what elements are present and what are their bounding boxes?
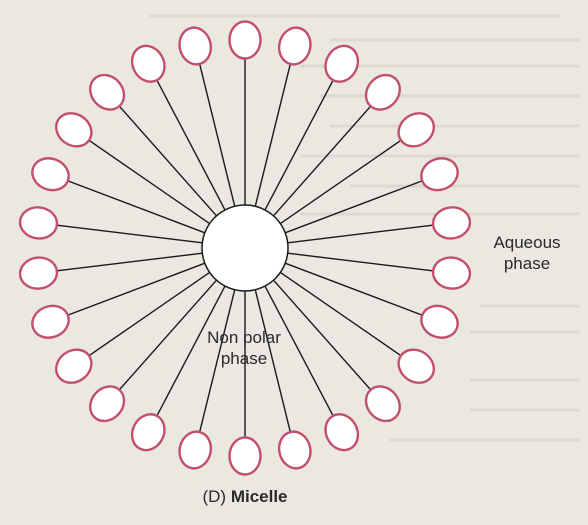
polar-head (359, 380, 407, 428)
polar-head (417, 153, 463, 195)
nonpolar-label-line-2: phase (180, 348, 308, 369)
hydrophobic-tail (274, 105, 373, 216)
hydrophobic-tail (255, 62, 290, 206)
polar-head (275, 24, 314, 67)
polar-head (50, 107, 98, 154)
hydrophobic-tail (265, 78, 334, 210)
polar-head (18, 255, 58, 290)
nonpolar-phase-label: Non polar phase (180, 327, 308, 369)
polar-head (176, 428, 215, 471)
polar-head (230, 22, 261, 59)
polar-head (126, 409, 171, 456)
polar-head (359, 68, 407, 116)
polar-head (275, 428, 314, 471)
figure-caption: (D) Micelle (140, 486, 350, 507)
polar-head (126, 40, 171, 87)
caption-title: Micelle (231, 487, 288, 506)
aqueous-label-line-2: phase (478, 253, 576, 274)
hydrophobic-tail (199, 62, 235, 206)
polar-head (392, 343, 440, 390)
hydrophobic-tail (118, 105, 217, 216)
polar-head (18, 205, 58, 240)
polar-head (319, 409, 364, 456)
hydrophobic-tail (288, 253, 435, 271)
caption-prefix: (D) (202, 487, 226, 506)
aqueous-label-line-1: Aqueous (478, 232, 576, 253)
polar-head (431, 255, 471, 290)
hydrophobic-tail (288, 225, 435, 243)
polar-head (28, 153, 74, 195)
polar-head (28, 301, 74, 343)
polar-head (83, 68, 131, 116)
hydrophobic-tail (55, 253, 202, 271)
polar-head (392, 107, 440, 154)
polar-head (230, 438, 261, 475)
nonpolar-label-line-1: Non polar (180, 327, 308, 348)
hydrophobic-tail (55, 225, 202, 243)
nonpolar-core (202, 205, 288, 291)
polar-head (83, 380, 131, 428)
polar-head (50, 343, 98, 390)
polar-head (176, 24, 215, 67)
aqueous-phase-label: Aqueous phase (478, 232, 576, 274)
polar-head (431, 205, 471, 240)
polar-head (319, 40, 364, 87)
hydrophobic-tail (156, 78, 225, 210)
polar-head (417, 301, 463, 343)
